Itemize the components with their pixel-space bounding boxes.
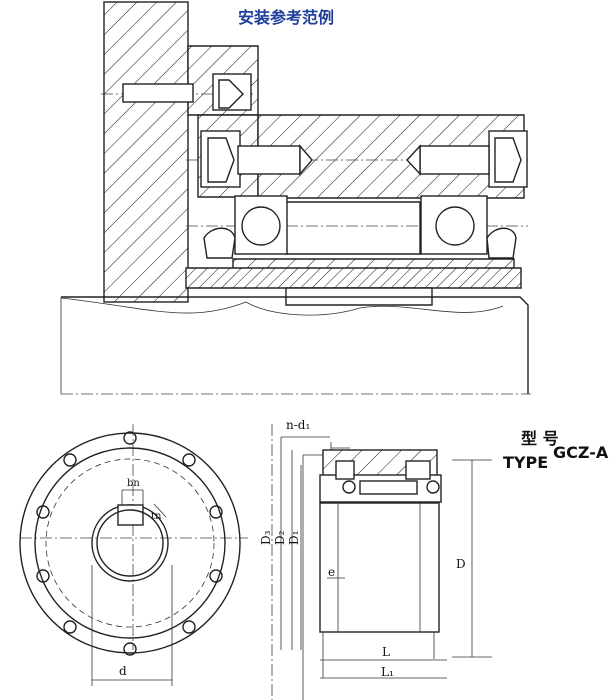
label-tn: tn <box>151 511 162 522</box>
front-view: d bn tn <box>19 424 248 686</box>
label-n-d1: n-d₁ <box>286 418 310 432</box>
type-block: 型 号 TYPE GCZ-A <box>503 429 609 472</box>
page-title: 安装参考范例 <box>238 8 334 27</box>
label-e: e <box>328 565 335 579</box>
label-d2: D₂ <box>273 530 287 545</box>
label-D: D <box>456 557 466 571</box>
label-d1: D₁ <box>287 531 301 545</box>
type-label-en: TYPE <box>503 453 548 472</box>
label-d: d <box>119 664 127 678</box>
type-value: GCZ-A <box>553 443 609 462</box>
installation-example-section <box>60 1 531 395</box>
label-L: L <box>382 645 390 659</box>
label-d3: D₃ <box>259 530 273 545</box>
side-view: n-d₁ D₃ D₂ D₁ D e L L₁ <box>259 418 492 700</box>
type-label-cn: 型 号 <box>521 429 559 448</box>
label-bn: bn <box>127 478 140 489</box>
label-L1: L₁ <box>381 665 394 679</box>
